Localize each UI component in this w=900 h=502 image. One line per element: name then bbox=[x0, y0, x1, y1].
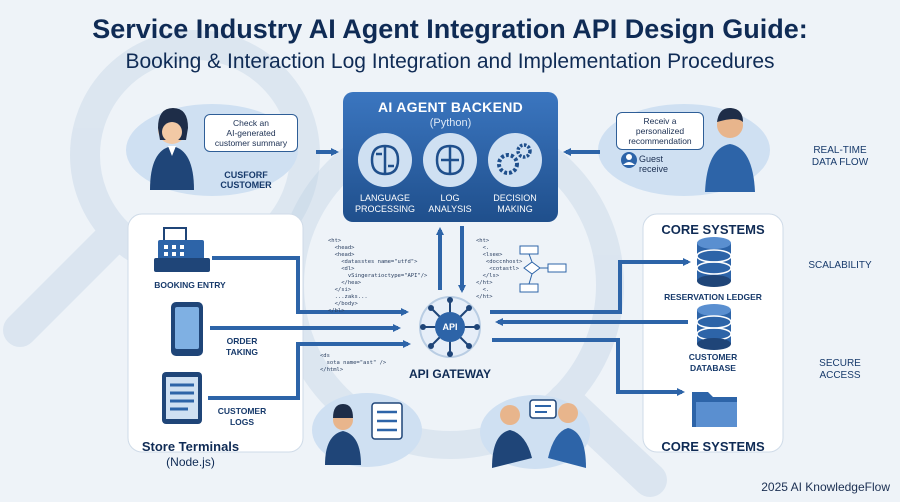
label-line: CUSTOMER bbox=[688, 352, 738, 362]
caption-line: Guest bbox=[639, 154, 664, 164]
customer-caption: Guest receive bbox=[639, 154, 679, 174]
module-label-line: ANALYSIS bbox=[428, 204, 472, 214]
cash-register-icon bbox=[154, 227, 210, 272]
backend-tech: (Python) bbox=[429, 117, 472, 129]
label-line: LOGS bbox=[229, 417, 255, 427]
customer-db-icon bbox=[696, 304, 732, 350]
secure-access-label: SECURE ACCESS bbox=[800, 358, 880, 382]
log-device-icon bbox=[162, 372, 202, 424]
scalability-label: SCALABILITY bbox=[808, 260, 872, 271]
side-label-line: ACCESS bbox=[819, 370, 861, 381]
bubble-line: Check an bbox=[233, 118, 269, 128]
label-line: CUSTOMER bbox=[217, 406, 267, 416]
label-line: DATABASE bbox=[690, 363, 736, 373]
tablet-icon bbox=[171, 302, 203, 356]
module-language-processing: LANGUAGE PROCESSING bbox=[355, 193, 415, 215]
customer-database-label: CUSTOMER DATABASE bbox=[663, 352, 763, 374]
order-taking-label: ORDER TAKING bbox=[212, 336, 272, 358]
core-systems-title-top: CORE SYSTEMS bbox=[661, 222, 765, 237]
footer-credit: 2025 AI KnowledgeFlow bbox=[761, 480, 890, 494]
module-label-line: LANGUAGE bbox=[359, 193, 410, 203]
page-subtitle: Booking & Interaction Log Integration an… bbox=[125, 50, 775, 73]
core-systems-title-bottom: CORE SYSTEMS bbox=[661, 439, 765, 454]
side-label-line: SECURE bbox=[819, 358, 861, 369]
brain-analysis-icon bbox=[423, 133, 477, 187]
bubble-line: customer summary bbox=[214, 138, 288, 148]
caption-line: CUSTOMER bbox=[220, 180, 272, 190]
module-label-line: LOG bbox=[440, 193, 460, 203]
store-terminals-title: Store Terminals bbox=[141, 439, 240, 454]
bubble-line: AI-generated bbox=[226, 128, 276, 138]
agent-speech-bubble: Check an AI-generated customer summary bbox=[204, 114, 298, 152]
logs-to-gateway-arrow bbox=[208, 340, 411, 400]
gateway-to-folder-arrow bbox=[492, 338, 685, 396]
reservation-ledger-label: RESERVATION LEDGER bbox=[664, 292, 762, 302]
flowchart-icon bbox=[519, 245, 567, 293]
agent-caption: CUSFORF CUSTOMER bbox=[210, 170, 282, 190]
customer-speech-bubble: Receiv a personalized recommendation bbox=[616, 112, 704, 150]
bubble-line: personalized bbox=[635, 126, 685, 136]
folder-icon bbox=[692, 392, 737, 427]
code-snippet-bottom: <ds sota name="ast" /> </html> bbox=[320, 353, 387, 373]
code-snippet-right: <ht> <. <lsee> <doccnhost> <cotastl> </l… bbox=[476, 238, 523, 300]
gateway-to-ledger-arrow bbox=[490, 258, 691, 314]
handshake-icon bbox=[492, 399, 586, 468]
user-badge-icon bbox=[621, 152, 637, 168]
caption-line: receive bbox=[639, 164, 669, 174]
api-gateway-hub-icon bbox=[419, 296, 481, 358]
bubble-line: Receiv a bbox=[643, 116, 677, 126]
customer-person-icon bbox=[705, 107, 755, 192]
backend-title: AI AGENT BACKEND bbox=[377, 99, 524, 115]
caption-line: CUSFORF bbox=[224, 170, 268, 180]
agent-checklist-icon bbox=[325, 402, 403, 465]
module-label-line: PROCESSING bbox=[355, 204, 416, 214]
gears-icon bbox=[488, 133, 542, 187]
api-badge: API bbox=[442, 322, 458, 332]
support-agent-icon bbox=[150, 108, 194, 190]
booking-entry-label: BOOKING ENTRY bbox=[154, 280, 226, 290]
api-gateway-label: API GATEWAY bbox=[408, 367, 491, 381]
brain-icon bbox=[358, 133, 412, 187]
code-snippet-left: <ht> <head> <head> <datasstes name="utfd… bbox=[328, 238, 428, 314]
module-log-analysis: LOG ANALYSIS bbox=[420, 193, 480, 215]
store-terminals-tech: (Node.js) bbox=[166, 455, 215, 469]
module-label-line: DECISION bbox=[493, 193, 537, 203]
module-decision-making: DECISION MAKING bbox=[485, 193, 545, 215]
side-label-line: REAL-TIME bbox=[813, 145, 867, 156]
module-label-line: MAKING bbox=[497, 204, 533, 214]
label-line: ORDER bbox=[226, 336, 258, 346]
bubble-line: recommendation bbox=[628, 136, 692, 146]
customer-logs-label: CUSTOMER LOGS bbox=[212, 406, 272, 428]
label-line: TAKING bbox=[226, 347, 258, 357]
booking-to-gateway-arrow bbox=[212, 256, 409, 316]
page-title: Service Industry AI Agent Integration AP… bbox=[92, 14, 808, 44]
reservation-db-icon bbox=[696, 237, 732, 287]
side-label-line: DATA FLOW bbox=[811, 157, 869, 168]
realtime-label: REAL-TIME DATA FLOW bbox=[800, 145, 880, 169]
